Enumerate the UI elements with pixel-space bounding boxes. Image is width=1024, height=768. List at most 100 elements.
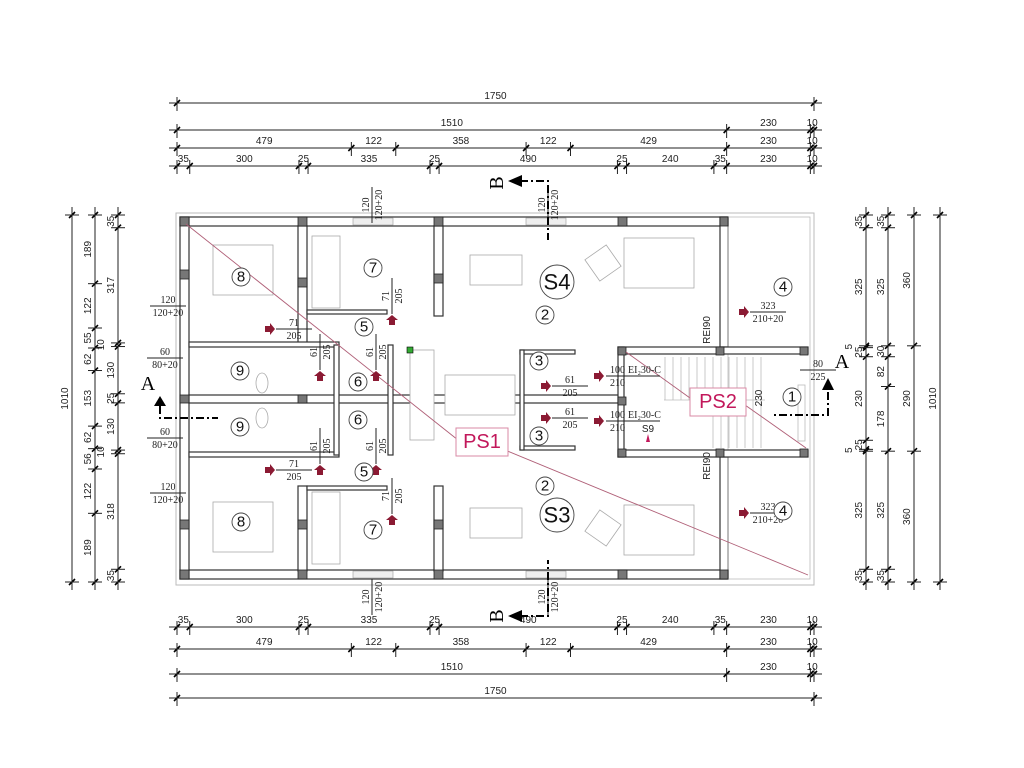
door-arrow-icon	[386, 515, 398, 525]
room-number: 7	[369, 522, 377, 539]
svg-text:120+20: 120+20	[153, 495, 184, 506]
svg-text:80+20: 80+20	[152, 360, 178, 371]
room-r4a: 4	[773, 277, 793, 297]
room-s3: S3	[539, 497, 575, 533]
opening-win-left-bottom: 120 120+20	[150, 482, 186, 506]
svg-text:71: 71	[381, 291, 392, 301]
room-number: 5	[360, 464, 368, 481]
dimension-value: 35	[854, 570, 865, 582]
svg-text:205: 205	[378, 439, 389, 454]
dimension-value: 25	[854, 439, 865, 451]
door-arrow-icon	[265, 323, 275, 335]
svg-text:120: 120	[537, 198, 548, 213]
dimension-value: 122	[83, 297, 94, 314]
dimension-value: 62	[83, 431, 94, 443]
dimension-value: 429	[640, 637, 657, 648]
dimension-value: 230	[760, 118, 777, 129]
dimension-value: 25	[429, 615, 441, 626]
zone-label-ps2: PS2	[699, 391, 737, 413]
dimension-value: 318	[106, 503, 117, 520]
section-a-right: A	[835, 351, 850, 373]
dimension-value: 122	[540, 637, 557, 648]
dimension-value: 25	[854, 346, 865, 358]
rei-label-top: REI90	[702, 316, 713, 344]
dimension-value: 62	[83, 353, 94, 365]
dimension-value: 360	[902, 272, 913, 289]
dimension-value: 25	[616, 154, 628, 165]
door-arrow-icon	[541, 380, 551, 392]
zone-ps2: PS2	[689, 387, 747, 417]
room-r9a: 9	[230, 361, 250, 381]
section-b-bottom: B	[486, 609, 508, 622]
arrow-left-icon	[508, 610, 522, 622]
dimension-value: 360	[902, 508, 913, 525]
door-arrow-icon	[541, 412, 551, 424]
svg-text:205: 205	[287, 472, 302, 483]
dimension-value: 35	[854, 215, 865, 227]
door-arrow-icon	[314, 371, 326, 381]
svg-text:61: 61	[309, 441, 320, 451]
shaft-marker	[406, 346, 414, 354]
room-number: 6	[354, 412, 362, 429]
dimension-value: 25	[616, 615, 628, 626]
room-number: 6	[354, 374, 362, 391]
svg-text:120: 120	[161, 482, 176, 493]
door-arrow-icon	[314, 465, 326, 475]
svg-text:120: 120	[361, 198, 372, 213]
dimension-value: 35	[106, 215, 117, 227]
dimension-value: 122	[365, 136, 382, 147]
svg-text:210+20: 210+20	[753, 515, 784, 526]
dimension-value: 358	[453, 136, 470, 147]
svg-text:323: 323	[761, 502, 776, 513]
door-arrow-icon	[386, 315, 398, 325]
room-number: 8	[237, 269, 245, 286]
dimension-value: 1510	[441, 662, 464, 673]
svg-text:120+20: 120+20	[550, 582, 561, 613]
dimension-value: 479	[256, 637, 273, 648]
door-arrow-icon	[370, 371, 382, 381]
hydrant-icon	[646, 434, 650, 442]
dimension-value: 230	[854, 390, 865, 407]
svg-text:120: 120	[361, 590, 372, 605]
room-s4: S4	[539, 264, 575, 300]
svg-text:120+20: 120+20	[374, 582, 385, 613]
svg-text:205: 205	[563, 420, 578, 431]
dimension-value: 122	[83, 482, 94, 499]
room-number: 3	[535, 428, 543, 445]
dimension-left-0: 1010	[60, 207, 79, 590]
dimension-value: 335	[361, 154, 378, 165]
dimension-value: 130	[106, 418, 117, 435]
room-r7b: 7	[363, 520, 383, 540]
dimension-value: 10	[96, 339, 107, 351]
zone-ps1: PS1	[455, 427, 509, 457]
svg-text:60: 60	[160, 347, 170, 358]
dimension-value: 358	[453, 637, 470, 648]
fire-zone-lines	[185, 223, 809, 576]
dimension-value: 1010	[928, 387, 939, 410]
dimension-value: 35	[178, 154, 190, 165]
dimension-value: 5	[844, 344, 855, 350]
room-r5b: 5	[354, 462, 374, 482]
section-a-left: A	[141, 373, 156, 395]
dimension-value: 1750	[484, 686, 507, 697]
dimension-value: 10	[807, 136, 819, 147]
dimension-value: 122	[540, 136, 557, 147]
door-arrow-icon	[594, 370, 604, 382]
dimension-value: 10	[96, 446, 107, 458]
svg-text:61: 61	[365, 347, 376, 357]
room-number: 1	[788, 389, 796, 406]
dimension-value: 10	[807, 154, 819, 165]
arrow-up-icon	[154, 396, 166, 406]
